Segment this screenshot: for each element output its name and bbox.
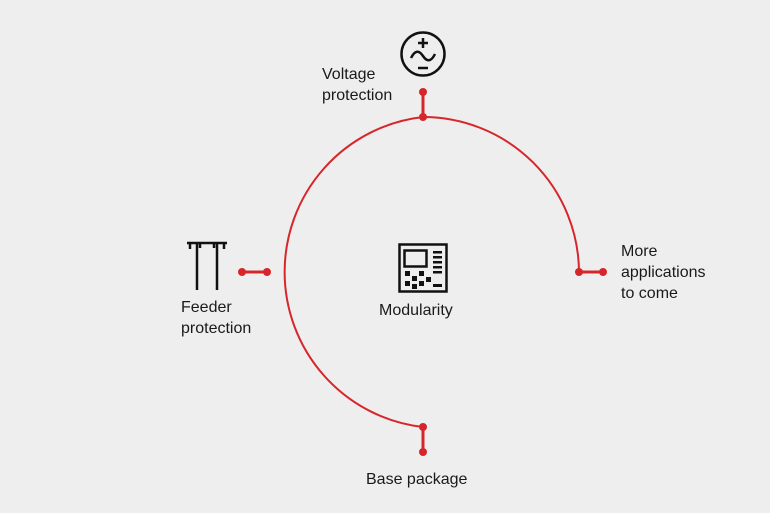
more-label-line-2: applications — [621, 264, 706, 281]
feeder-label-line-1: Feeder — [181, 299, 232, 316]
base-label-line-1: Base package — [366, 471, 468, 488]
relay-device-icon — [398, 243, 448, 293]
connector-feeder — [238, 268, 271, 276]
feeder-protection-label: Feeder protection — [181, 297, 251, 339]
connector-voltage — [419, 88, 427, 121]
voltage-sine-icon — [400, 31, 446, 77]
feeder-label-line-2: protection — [181, 320, 252, 337]
more-label-line-1: More — [621, 243, 658, 260]
voltage-protection-label: Voltage protection — [322, 64, 392, 106]
connector-base — [419, 423, 427, 456]
voltage-label-line-1: Voltage — [322, 66, 376, 83]
connector-more — [575, 268, 607, 276]
feeder-pylon-icon — [187, 241, 227, 290]
modularity-label: Modularity — [379, 302, 453, 319]
more-label-line-3: to come — [621, 285, 678, 302]
voltage-label-line-2: protection — [322, 87, 393, 104]
more-applications-label: More applications to come — [621, 241, 706, 304]
circle-arc — [283, 115, 580, 428]
base-package-label: Base package — [366, 469, 467, 490]
center-modularity-label: Modularity — [379, 300, 453, 321]
